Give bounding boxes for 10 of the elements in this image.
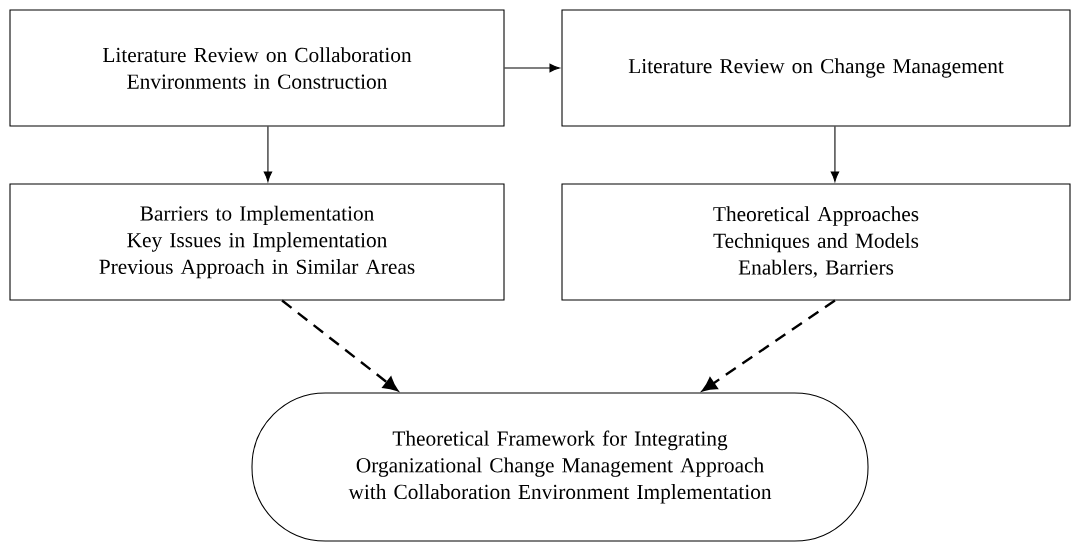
process-box: Literature Review on Collaboration Environments in Construction (9, 9, 505, 127)
arrow (281, 299, 398, 392)
arrow (504, 63, 560, 73)
arrow (830, 126, 840, 182)
arrow (263, 126, 273, 182)
process-box: Literature Review on Change Management (561, 9, 1071, 127)
process-box: Theoretical Approaches Techniques and Models Enablers, Barriers (561, 183, 1071, 301)
terminal-box: Theoretical Framework for Integrating Organizational Change Management Approach with Collaboration Environment Implementation (251, 392, 869, 542)
process-box: Barriers to Implementation Key Issues in Implementation Previous Approach in Similar Areas (9, 183, 505, 301)
arrow (702, 299, 836, 392)
